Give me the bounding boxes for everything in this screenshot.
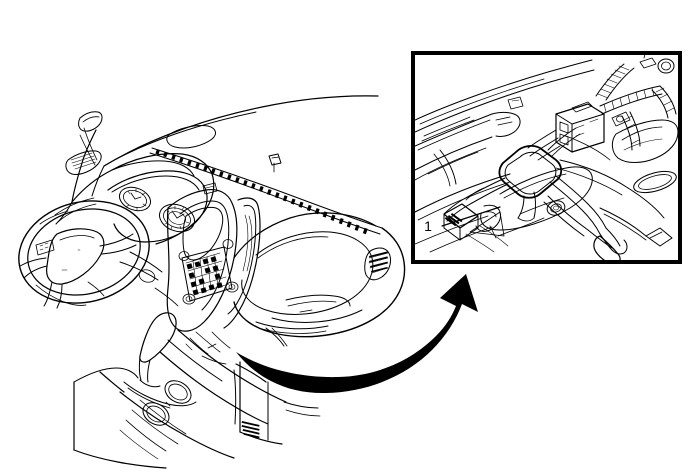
floor-edge-right bbox=[283, 401, 321, 417]
conduit-loom bbox=[595, 55, 677, 151]
floor-console bbox=[73, 312, 287, 469]
defroster-grille bbox=[149, 147, 383, 235]
ip-carrier-beam bbox=[415, 59, 595, 151]
instrument-cluster-gauges bbox=[119, 186, 195, 233]
lower-center-trim bbox=[255, 294, 351, 334]
center-vent-right bbox=[223, 197, 261, 329]
lower-structure-lines bbox=[415, 215, 509, 253]
hvac-duct-right bbox=[611, 119, 678, 163]
radio-button-grid bbox=[185, 252, 230, 295]
wiring-harness bbox=[443, 127, 628, 255]
detail-expansion-arrow bbox=[236, 274, 478, 394]
dash-top-panel bbox=[166, 125, 216, 149]
main-view-instrument-panel bbox=[18, 95, 406, 469]
side-vent-left bbox=[65, 150, 102, 175]
radio-buttons-dark bbox=[186, 256, 223, 296]
knee-bolster bbox=[119, 251, 179, 307]
speaker-grille-patch bbox=[241, 421, 260, 439]
seat-panel-right bbox=[233, 327, 288, 445]
center-stack bbox=[166, 182, 239, 332]
harness-connector bbox=[527, 101, 605, 161]
console-sensor-detail-inset: 1 bbox=[411, 51, 682, 264]
side-vent-right bbox=[364, 247, 391, 281]
defroster-slot-dots bbox=[155, 149, 368, 235]
ip-lower-brace bbox=[415, 136, 493, 187]
steering-wheel bbox=[18, 197, 150, 309]
upper-trim-tab bbox=[78, 111, 103, 132]
sensor-cable bbox=[543, 195, 621, 260]
passenger-dash-face bbox=[233, 212, 406, 338]
callout-1-leader-line bbox=[441, 206, 501, 227]
console-retainer bbox=[443, 187, 505, 241]
instrument-cluster-hood bbox=[107, 170, 208, 243]
windshield-base-line bbox=[103, 95, 379, 167]
callout-1-number: 1 bbox=[424, 218, 432, 234]
sensor-module bbox=[498, 145, 563, 222]
callout-1: 1 bbox=[424, 206, 501, 234]
